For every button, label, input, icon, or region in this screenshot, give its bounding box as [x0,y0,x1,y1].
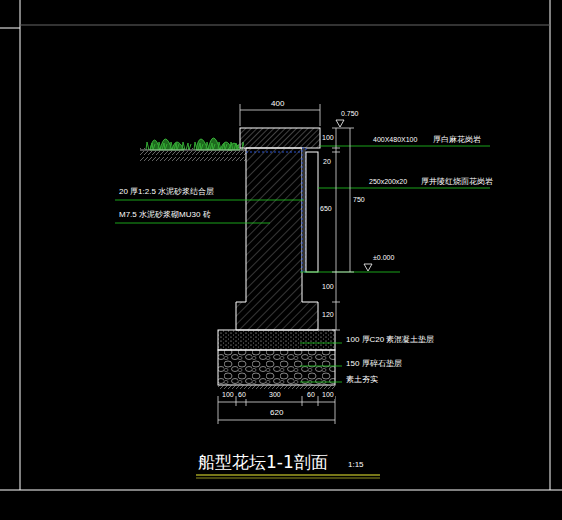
dimension: 60 [237,391,247,399]
dimension: 100 [321,283,335,291]
elevation: 0.750 [340,110,360,118]
dimension: 650 [319,205,333,213]
dimension: 100 [321,134,335,142]
elevation: ±0.000 [372,254,395,262]
material-note: 厚井陵红烧面花岗岩 [420,178,494,187]
scale-note: 1:15 [347,461,365,470]
dimension: 60 [306,391,316,399]
material-note: M7.5 水泥砂浆砌MU30 砖 [118,211,212,220]
dimension: 100 [221,391,235,399]
material-note: 150 厚碎石垫层 [345,360,403,369]
material-note: 100 厚C20 素混凝土垫层 [345,336,435,345]
dimension: 120 [321,311,335,319]
drawing-title: 船型花坛1-1剖面 [198,453,328,472]
dimension: 750 [352,196,366,204]
dimension: 620 [269,409,284,418]
dimension: 20 [322,158,332,166]
material-size: 250x200x20 [368,178,408,186]
dimension: 300 [268,391,282,399]
material-size: 400X480X100 [372,136,418,144]
material-note: 20 厚1:2.5 水泥砂浆结合层 [118,188,215,197]
dimension: 100 [321,391,335,399]
material-note: 厚白麻花岗岩 [432,136,482,145]
material-note: 素土夯实 [345,376,379,385]
dimension: 400 [270,100,285,109]
